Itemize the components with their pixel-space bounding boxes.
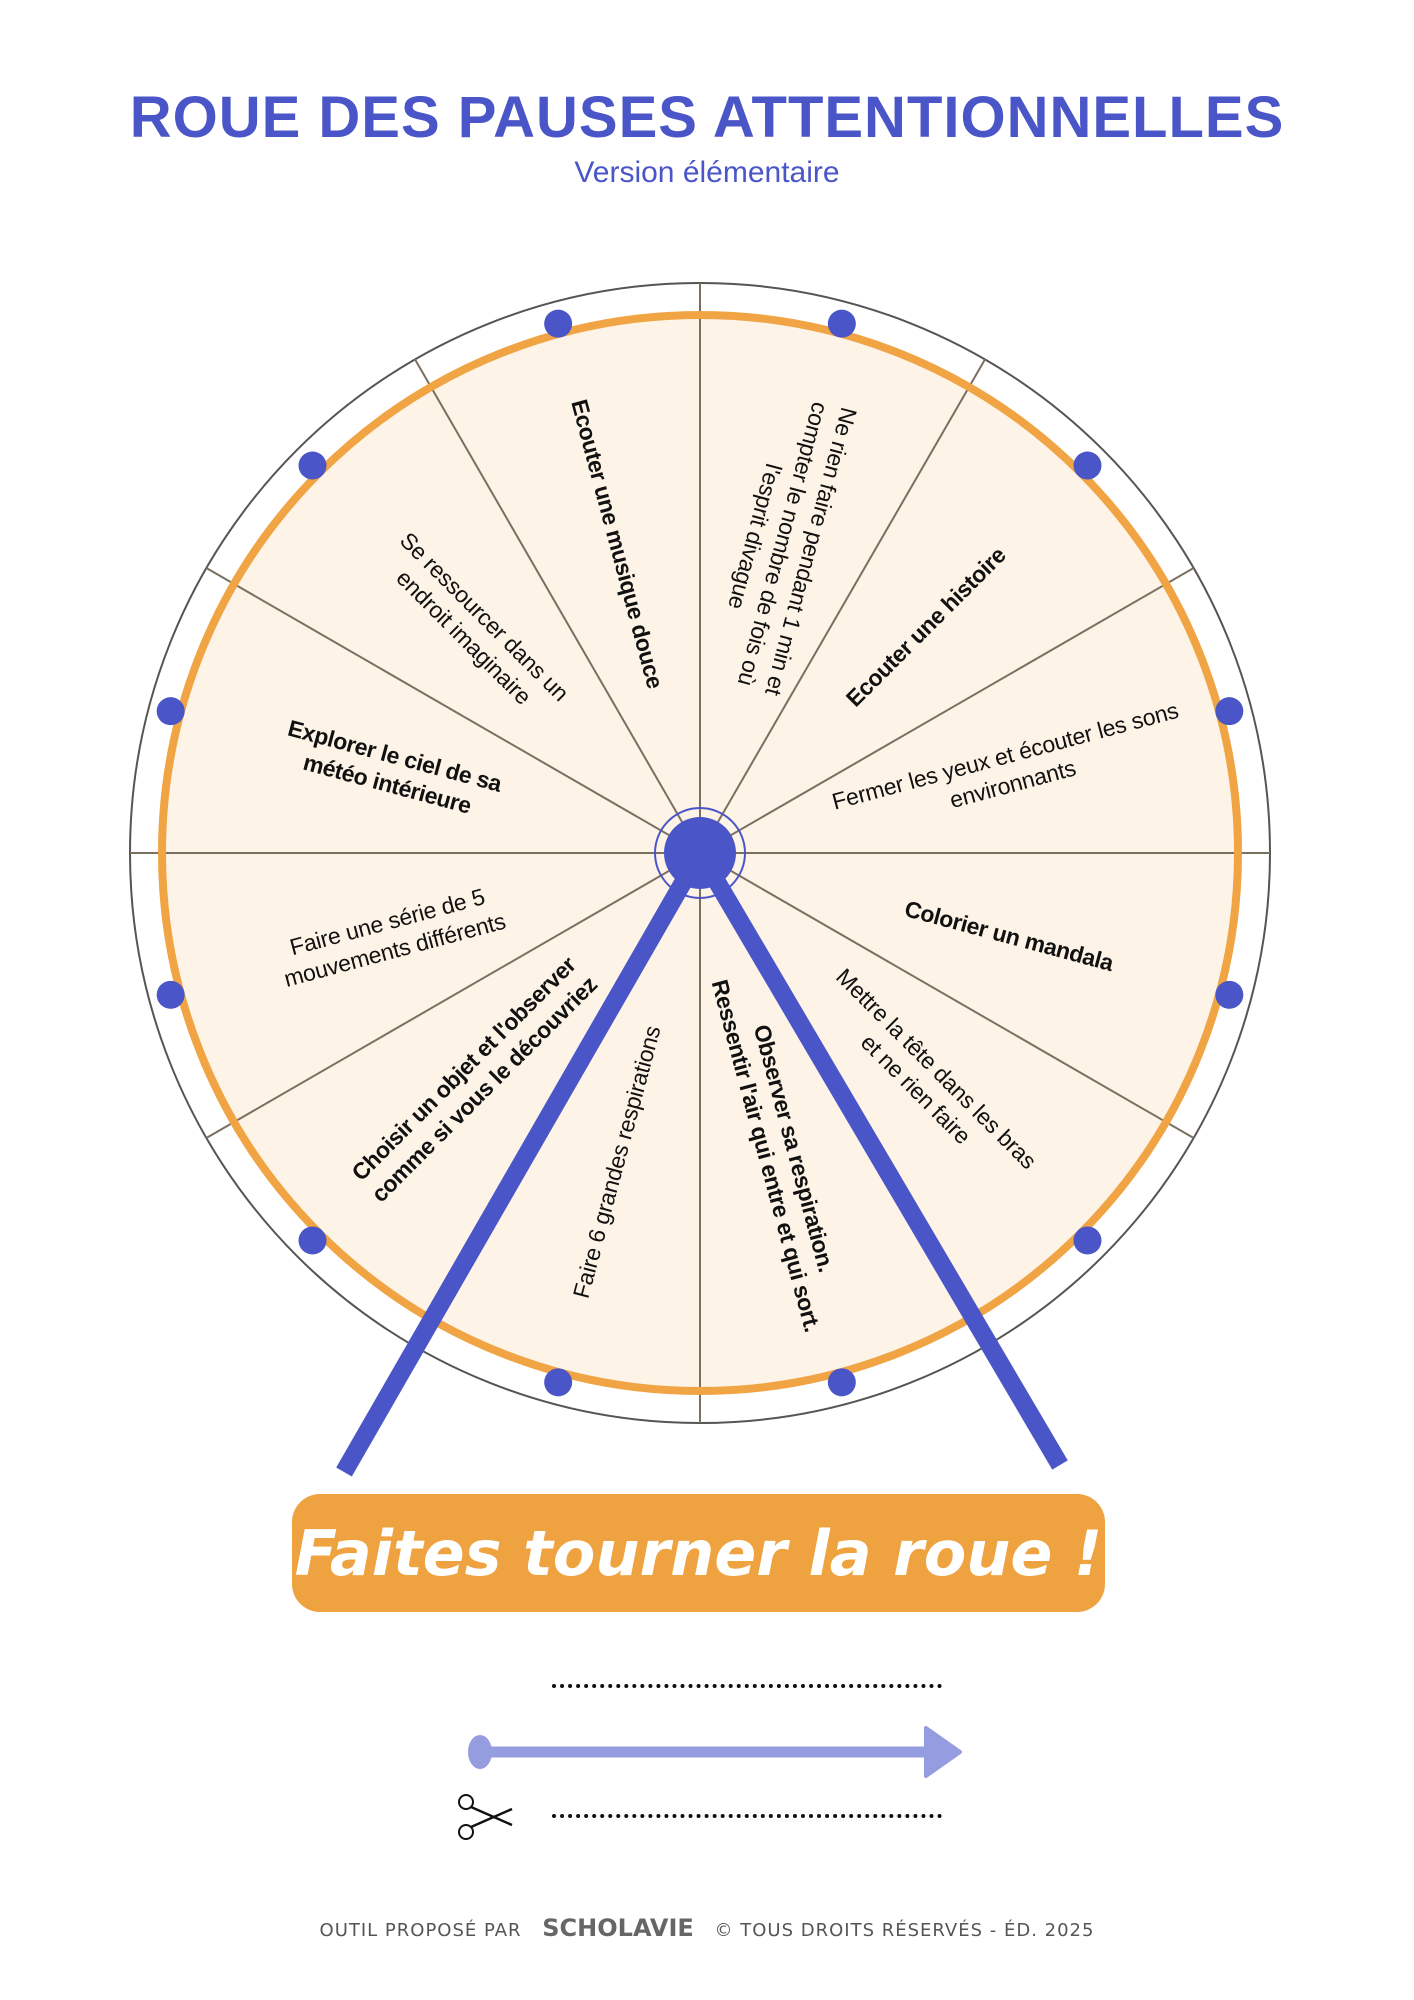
- rim-peg: [156, 980, 185, 1009]
- cut-line-bottom: [552, 1814, 942, 1818]
- hub: [664, 817, 736, 889]
- spin-button-label: Faites tourner la roue !: [294, 1516, 1103, 1590]
- rim-peg: [1215, 980, 1244, 1009]
- rim-peg: [827, 1368, 856, 1397]
- wheel-segment: [234, 853, 700, 1319]
- segment-divider: [699, 358, 986, 854]
- segment-divider: [205, 852, 701, 1139]
- rim-peg: [1073, 1226, 1102, 1255]
- rim-peg: [827, 309, 856, 338]
- footer: OUTIL PROPOSÉ PAR SCHOLAVIE © TOUS DROIT…: [0, 1914, 1414, 1942]
- arrow-pointer[interactable]: [460, 1720, 980, 1784]
- stand-leg-left: [336, 848, 708, 1477]
- wheel-segment: [700, 315, 969, 853]
- stand-leg-right: [692, 848, 1068, 1470]
- wheel-segment: [431, 315, 700, 853]
- wheel-segment: [700, 584, 1238, 853]
- wheel-segment: [162, 584, 700, 853]
- rim-peg: [544, 309, 573, 338]
- wheel-segment: [700, 853, 1166, 1319]
- footer-left: OUTIL PROPOSÉ PAR: [319, 1920, 522, 1941]
- rim-peg: [1073, 451, 1102, 480]
- footer-right: © TOUS DROITS RÉSERVÉS - ÉD. 2025: [714, 1920, 1095, 1941]
- rim-peg: [298, 1226, 327, 1255]
- segment-divider: [414, 358, 701, 854]
- rim-peg: [1215, 697, 1244, 726]
- rim-peg: [156, 697, 185, 726]
- page-title: ROUE DES PAUSES ATTENTIONNELLES: [129, 85, 1285, 150]
- wheel-segment: [162, 853, 700, 1122]
- rim-peg: [544, 1368, 573, 1397]
- scissors-icon: [458, 1794, 513, 1840]
- page-subtitle: Version élémentaire: [574, 156, 840, 189]
- cut-line-top: [552, 1684, 942, 1688]
- segment-divider: [699, 567, 1195, 854]
- spin-button[interactable]: Faites tourner la roue !: [292, 1494, 1105, 1612]
- segment-divider: [699, 852, 1195, 1139]
- wheel-rim: [158, 311, 1242, 1395]
- wheel-segment: [234, 387, 700, 853]
- segment-divider: [205, 567, 701, 854]
- hub-ring: [654, 807, 746, 899]
- wheel-segment: [700, 853, 1238, 1122]
- wheel-segment: [700, 853, 969, 1391]
- wheel-segment: [700, 387, 1166, 853]
- brand-logo: SCHOLAVIE: [542, 1914, 694, 1942]
- rim-peg: [298, 451, 327, 480]
- wheel-stand: [336, 807, 1068, 1477]
